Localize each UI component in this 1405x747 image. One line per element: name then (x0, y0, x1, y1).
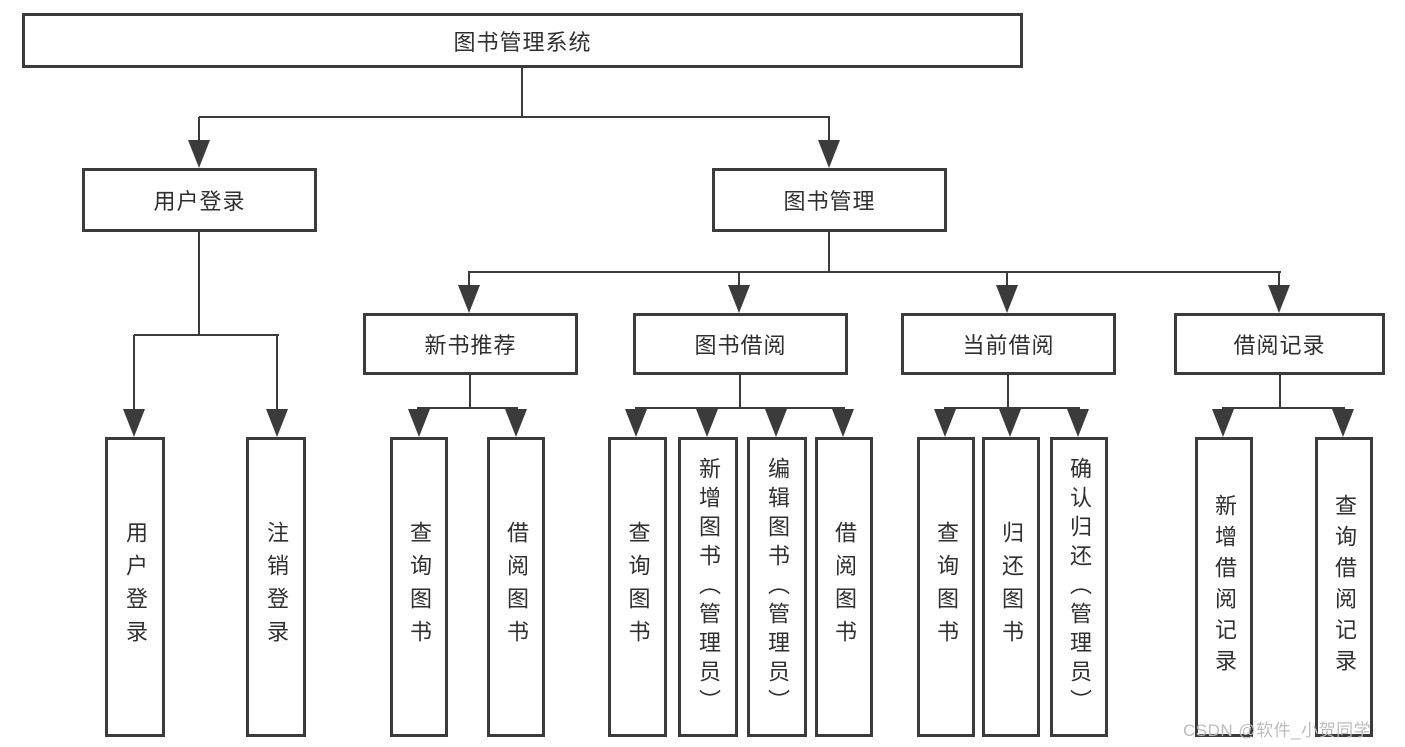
connector-book-borrow-stem (739, 375, 741, 409)
leaf-borrow-book-borrow: 借阅图书 (815, 437, 873, 737)
connector-current-borrow-stem (1007, 375, 1009, 409)
node-label: 新书推荐 (424, 333, 517, 358)
node-label: 归还图书 (999, 521, 1024, 653)
arrowhead-down-icon (765, 409, 787, 437)
node-book-management: 图书管理 (712, 168, 947, 232)
connector-arrow-shaft (133, 335, 135, 413)
node-label: 借阅记录 (1233, 333, 1326, 358)
node-label: 借阅图书 (832, 521, 857, 653)
arrowhead-down-icon (1268, 285, 1290, 313)
node-borrow-records: 借阅记录 (1174, 313, 1385, 375)
node-label: 查询图书 (625, 521, 651, 653)
arrowhead-down-icon (934, 409, 956, 437)
connector-new-recommend-stem (469, 375, 471, 409)
node-label: 新增图书（管理员） (696, 456, 721, 718)
connector-current-borrow-bracket (944, 407, 1080, 409)
node-user-login: 用户登录 (82, 168, 317, 232)
arrowhead-down-icon (408, 409, 430, 437)
leaf-edit-book-admin: 编辑图书（管理员） (747, 437, 807, 737)
node-label: 新增借阅记录 (1212, 494, 1237, 680)
connector-user-login-stem (198, 232, 200, 336)
arrowhead-down-icon (832, 409, 854, 437)
connector-new-recommend-bracket (417, 407, 518, 409)
connector-arrow-shaft (198, 117, 200, 145)
connector-book-borrow-bracket (635, 407, 845, 409)
node-new-book-recommend: 新书推荐 (363, 313, 578, 375)
arrowhead-down-icon (996, 285, 1018, 313)
arrowhead-down-icon (1332, 409, 1354, 437)
connector-arrow-shaft (1278, 272, 1280, 288)
connector-borrow-records-bracket (1222, 407, 1345, 409)
connector-book-mgmt-bracket (468, 271, 1281, 273)
node-book-borrow: 图书借阅 (633, 313, 848, 375)
arrowhead-down-icon (123, 409, 145, 437)
node-label: 用户登录 (153, 189, 246, 214)
leaf-user-login: 用户登录 (105, 437, 165, 737)
leaf-borrow-book-recommend: 借阅图书 (487, 437, 545, 737)
arrowhead-down-icon (1067, 409, 1089, 437)
node-label: 编辑图书（管理员） (765, 456, 790, 718)
arrowhead-down-icon (728, 285, 750, 313)
node-current-borrow: 当前借阅 (901, 313, 1116, 375)
arrowhead-down-icon (266, 409, 288, 437)
node-label: 图书管理 (783, 189, 876, 214)
connector-arrow-shaft (738, 272, 740, 288)
connector-arrow-shaft (276, 335, 278, 413)
leaf-logout-login: 注销登录 (246, 437, 306, 737)
leaf-confirm-return-admin: 确认归还（管理员） (1050, 437, 1108, 737)
node-label: 当前借阅 (962, 333, 1055, 358)
arrowhead-down-icon (1212, 409, 1234, 437)
connector-arrow-shaft (1006, 272, 1008, 288)
node-label: 确认归还（管理员） (1067, 456, 1092, 718)
node-label: 查询借阅记录 (1332, 494, 1357, 680)
arrowhead-down-icon (505, 409, 527, 437)
connector-arrow-shaft (468, 272, 470, 288)
leaf-add-borrow-record: 新增借阅记录 (1195, 437, 1253, 737)
node-label: 查询图书 (407, 521, 432, 653)
node-label: 注销登录 (264, 521, 289, 653)
connector-user-login-bracket (134, 334, 279, 336)
leaf-query-borrow-record: 查询借阅记录 (1315, 437, 1373, 737)
arrowhead-down-icon (818, 140, 840, 168)
connector-level2-bracket (199, 116, 830, 118)
leaf-query-book-recommend: 查询图书 (390, 437, 448, 737)
leaf-add-book-admin: 新增图书（管理员） (678, 437, 738, 737)
node-label: 图书管理系统 (453, 29, 592, 55)
csdn-watermark: CSDN @软件_小贺同学 (1183, 721, 1372, 740)
connector-book-mgmt-stem (828, 232, 830, 273)
arrowhead-down-icon (625, 409, 647, 437)
node-label: 借阅图书 (504, 521, 529, 653)
leaf-query-book-current: 查询图书 (917, 437, 975, 737)
connector-root-stem (521, 68, 523, 118)
connector-arrow-shaft (828, 117, 830, 145)
node-label: 查询图书 (934, 521, 959, 653)
node-label: 用户登录 (123, 521, 148, 653)
arrowhead-down-icon (696, 409, 718, 437)
connector-borrow-records-stem (1279, 375, 1281, 409)
node-label: 图书借阅 (694, 333, 787, 358)
node-library-system: 图书管理系统 (22, 13, 1023, 68)
leaf-return-book: 归还图书 (982, 437, 1040, 737)
arrowhead-down-icon (999, 409, 1021, 437)
arrowhead-down-icon (458, 285, 480, 313)
arrowhead-down-icon (188, 140, 210, 168)
leaf-query-book-borrow: 查询图书 (608, 437, 667, 737)
